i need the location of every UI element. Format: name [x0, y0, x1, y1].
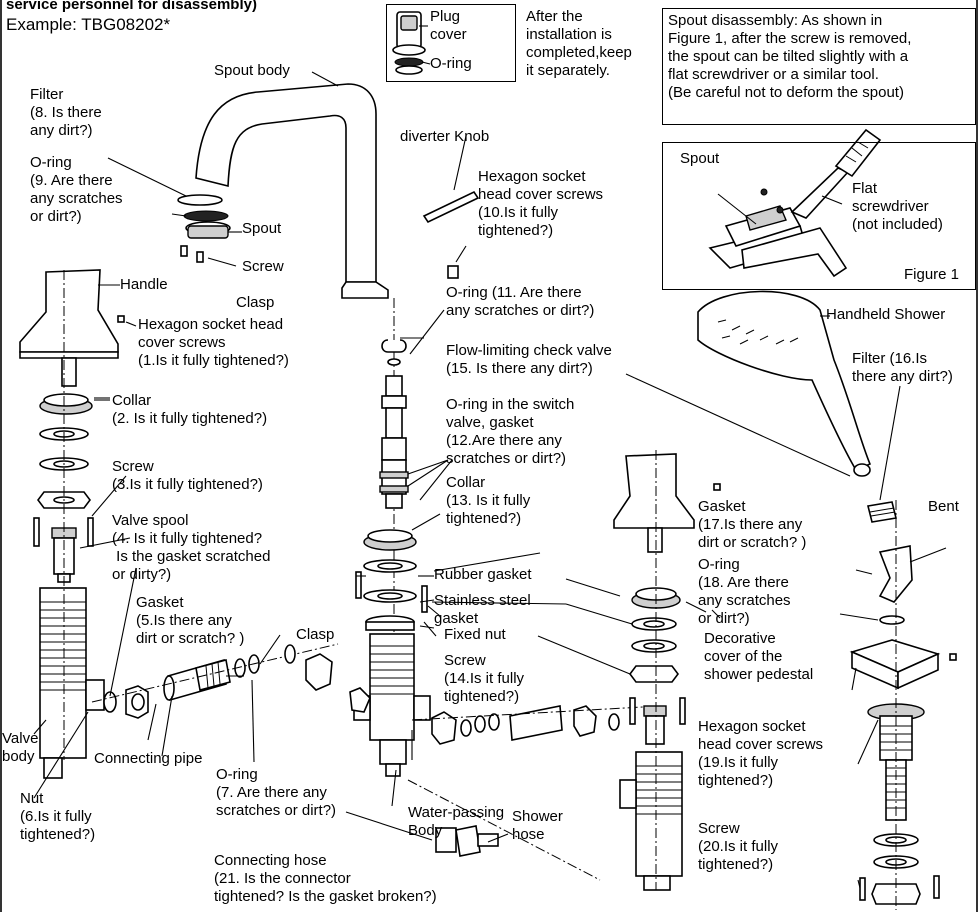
label-filter-16: Filter (16.Is there any dirt?) [852, 350, 953, 385]
center-switch-valve-stack [353, 298, 453, 777]
left-pipe-parts [91, 567, 339, 741]
plug-cover-label: Plug cover [430, 8, 467, 43]
spout-disassembly-note: Spout disassembly: As shown in Figure 1,… [668, 12, 912, 101]
right-pipe-parts [284, 644, 661, 745]
label-fixed-nut: Fixed nut [444, 626, 506, 643]
diverter-knob-part [422, 135, 480, 224]
label-filter-8: Filter (8. Is there any dirt?) [30, 86, 102, 139]
label-oring-11: O-ring (11. Are there any scratches or d… [446, 284, 595, 319]
label-spout-body: Spout body [214, 62, 290, 79]
spout-body-part [195, 71, 389, 299]
label-connecting-hose-21: Connecting hose (21. Is the connector ti… [214, 852, 437, 905]
label-stainless-gasket: Stainless steel gasket [434, 592, 531, 627]
label-handle: Handle [120, 276, 168, 293]
label-shower-hose: Shower hose [512, 808, 563, 843]
label-clasp-mid: Clasp [296, 626, 335, 643]
right-valve-stack [613, 450, 721, 891]
aerator-parts [107, 157, 242, 267]
label-rubber-gasket: Rubber gasket [434, 566, 532, 583]
label-water-passing-body: Water-passing Body [408, 804, 505, 839]
label-oring-9: O-ring (9. Are there any scratches or di… [30, 154, 123, 225]
shower-pedestal-stack [839, 500, 957, 910]
label-hex-screw-1: Hexagon socket head cover screws (1.Is i… [138, 316, 289, 369]
figure1-caption: Figure 1 [904, 266, 960, 283]
figure1-screwdriver-label: Flat screwdriver (not included) [852, 180, 943, 233]
plug-cover-note: After the installation is completed,keep… [526, 8, 632, 79]
plug-cover-part [392, 11, 431, 75]
example-model: Example: TBG08202* [6, 15, 171, 34]
label-gasket-17: Gasket (17.Is there any dirt or scratch?… [698, 498, 807, 551]
plug-cover-box [386, 4, 516, 82]
plug-oring-label: O-ring [430, 55, 472, 72]
label-gasket-5: Gasket (5.Is there any dirt or scratch? … [136, 594, 245, 647]
label-hex-screw-19: Hexagon socket head cover screws (19.Is … [698, 718, 824, 789]
handle-left-part [19, 269, 137, 387]
handheld-shower-part [625, 290, 901, 501]
label-collar-13: Collar (13. Is it fully tightened?) [446, 474, 531, 527]
figure1-box [662, 142, 976, 290]
spout-note-box [662, 8, 976, 125]
label-oring-7: O-ring (7. Are there any scratches or di… [216, 766, 337, 819]
left-valve-stack [33, 270, 131, 779]
label-screw-14: Screw (14.Is it fully tightened?) [444, 652, 525, 705]
label-decorative-cover: Decorative cover of the shower pedestal [704, 630, 814, 683]
label-oring-18: O-ring (18. Are there any scratches or d… [698, 556, 791, 627]
label-bent: Bent [928, 498, 959, 515]
label-nut-6: Nut (6.Is it fully tightened?) [20, 790, 96, 843]
label-spout: Spout [242, 220, 282, 237]
label-clasp-top: Clasp [236, 294, 275, 311]
page-title: service personnel for disassembly) [6, 0, 257, 13]
label-screw: Screw [242, 258, 284, 275]
label-valve-spool-4: Valve spool (4. Is it fully tightened? I… [112, 512, 271, 583]
label-screw-20: Screw (20.Is it fully tightened?) [698, 820, 779, 873]
label-connecting-pipe: Connecting pipe [94, 750, 203, 767]
label-hex-screw-10: Hexagon socket head cover screws (10.Is … [478, 168, 604, 239]
label-flow-check-valve-15: Flow-limiting check valve (15. Is there … [446, 342, 612, 377]
figure1-spout-label: Spout [680, 150, 720, 167]
label-diverter-knob: diverter Knob [400, 128, 490, 145]
label-screw-3: Screw (3.Is it fully tightened?) [112, 458, 263, 493]
label-oring-12: O-ring in the switch valve, gasket (12.A… [446, 396, 575, 467]
connecting-hose-part [345, 769, 601, 881]
label-valve-body: Valve body [2, 730, 39, 765]
misc-leaders [33, 397, 721, 799]
label-collar-2: Collar (2. Is it fully tightened?) [112, 392, 268, 427]
figure1-drawing [708, 128, 882, 278]
hex-screw-10-part [447, 265, 459, 279]
label-handheld-shower: Handheld Shower [826, 306, 946, 323]
